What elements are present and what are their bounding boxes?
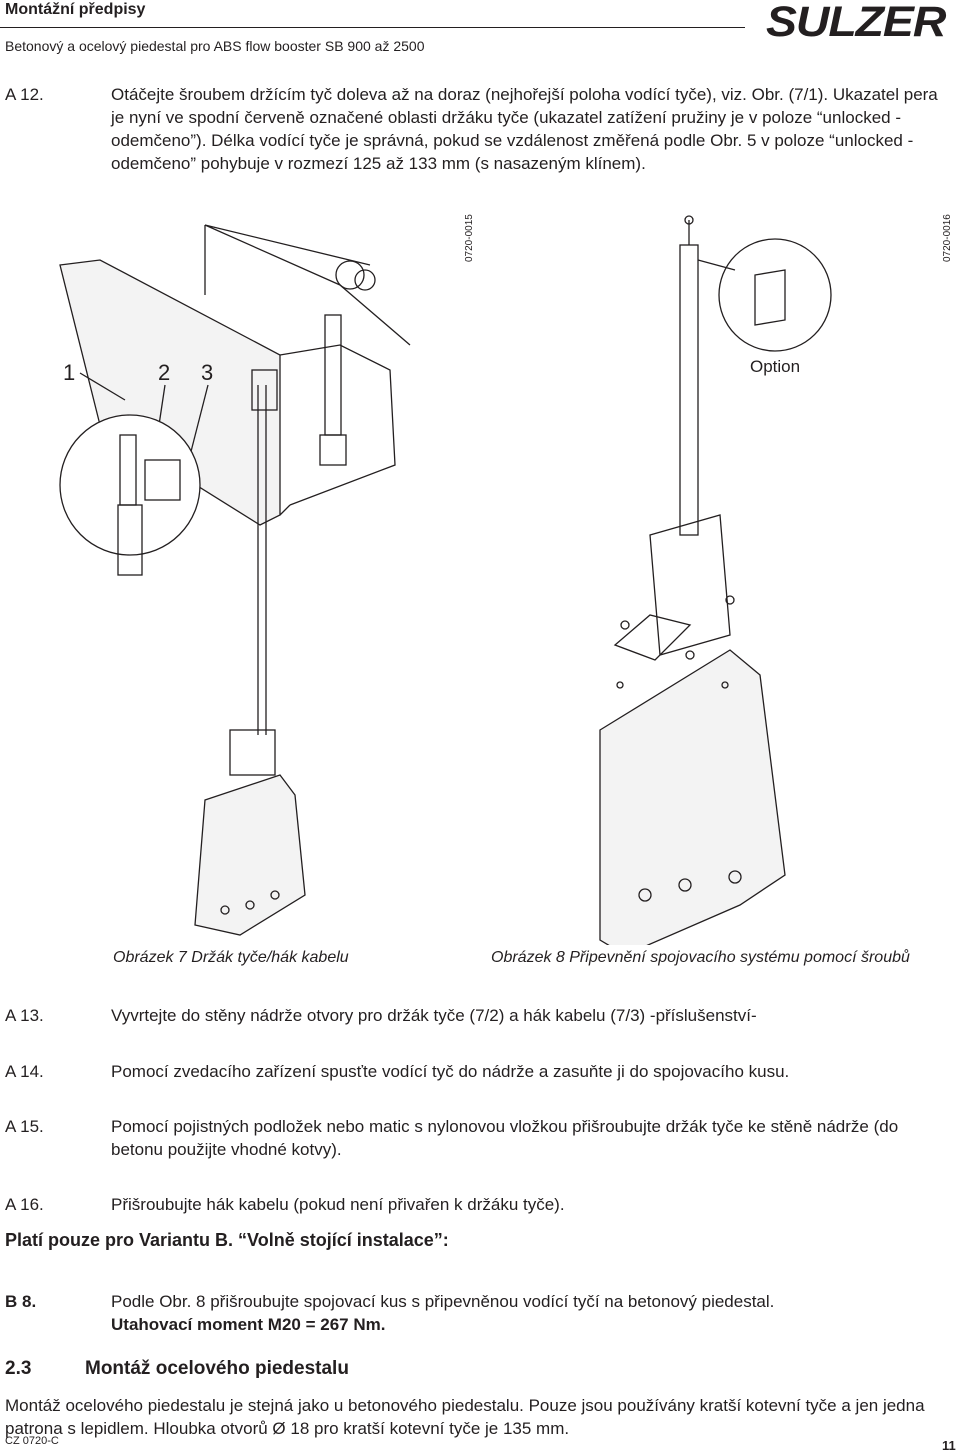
step-text: Přišroubujte hák kabelu (pokud není přiv… (111, 1195, 565, 1214)
step-a15: A 15. Pomocí pojistných podložek nebo ma… (0, 1115, 960, 1163)
section-text: Montáž ocelového piedestalu je stejná ja… (5, 1396, 925, 1438)
figure-7-caption: Obrázek 7 Držák tyče/hák kabelu (113, 949, 349, 966)
step-a16: A 16. Přišroubujte hák kabelu (pokud nen… (0, 1193, 960, 1217)
torque-note: Utahovací moment M20 = 267 Nm. (111, 1315, 386, 1334)
step-text: Podle Obr. 8 přišroubujte spojovací kus … (111, 1292, 775, 1311)
section-number: 2.3 (5, 1358, 32, 1379)
step-text: Otáčejte šroubem držícím tyč doleva až n… (111, 85, 938, 173)
callout-1: 1 (63, 360, 76, 385)
variant-b-heading: Platí pouze pro Variantu B. “Volně stojí… (5, 1230, 449, 1250)
step-a14: A 14. Pomocí zvedacího zařízení spusťte … (0, 1060, 960, 1084)
document-subtitle: Betonový a ocelový piedestal pro ABS flo… (5, 38, 425, 54)
callout-3: 3 (201, 360, 214, 385)
figure-8-caption: Obrázek 8 Připevnění spojovacího systému… (491, 949, 910, 966)
step-number: A 13. (5, 1006, 44, 1025)
step-number: A 15. (5, 1117, 44, 1136)
step-text: Vyvrtejte do stěny nádrže otvory pro drž… (111, 1006, 757, 1025)
figure-8-drawing (599, 215, 832, 945)
step-number: A 14. (5, 1062, 44, 1081)
document-title: Montážní předpisy (5, 1, 146, 18)
figure-8-code: 0720-0016 (942, 214, 953, 262)
page-number: 11 (942, 1438, 956, 1453)
step-b8: B 8. Podle Obr. 8 přišroubujte spojovací… (0, 1290, 960, 1338)
figure-7-drawing (59, 224, 411, 936)
callout-2: 2 (158, 360, 171, 385)
section-title: Montáž ocelového piedestalu (85, 1358, 349, 1379)
step-number: B 8. (5, 1292, 37, 1311)
option-label: Option (750, 357, 801, 376)
figure-7-code: 0720-0015 (464, 214, 475, 262)
sulzer-logo: SULZER (766, 0, 946, 46)
installation-figures (59, 215, 832, 945)
header-rule (0, 27, 745, 28)
step-text: Pomocí pojistných podložek nebo matic s … (111, 1117, 899, 1159)
step-number: A 16. (5, 1195, 44, 1214)
step-a12: A 12. Otáčejte šroubem držícím tyč dolev… (0, 83, 960, 198)
step-a13: A 13. Vyvrtejte do stěny nádrže otvory p… (0, 1004, 960, 1028)
step-text: Pomocí zvedacího zařízení spusťte vodící… (111, 1062, 790, 1081)
step-number: A 12. (5, 85, 44, 104)
footer-code: CZ 0720-C (5, 1435, 59, 1447)
